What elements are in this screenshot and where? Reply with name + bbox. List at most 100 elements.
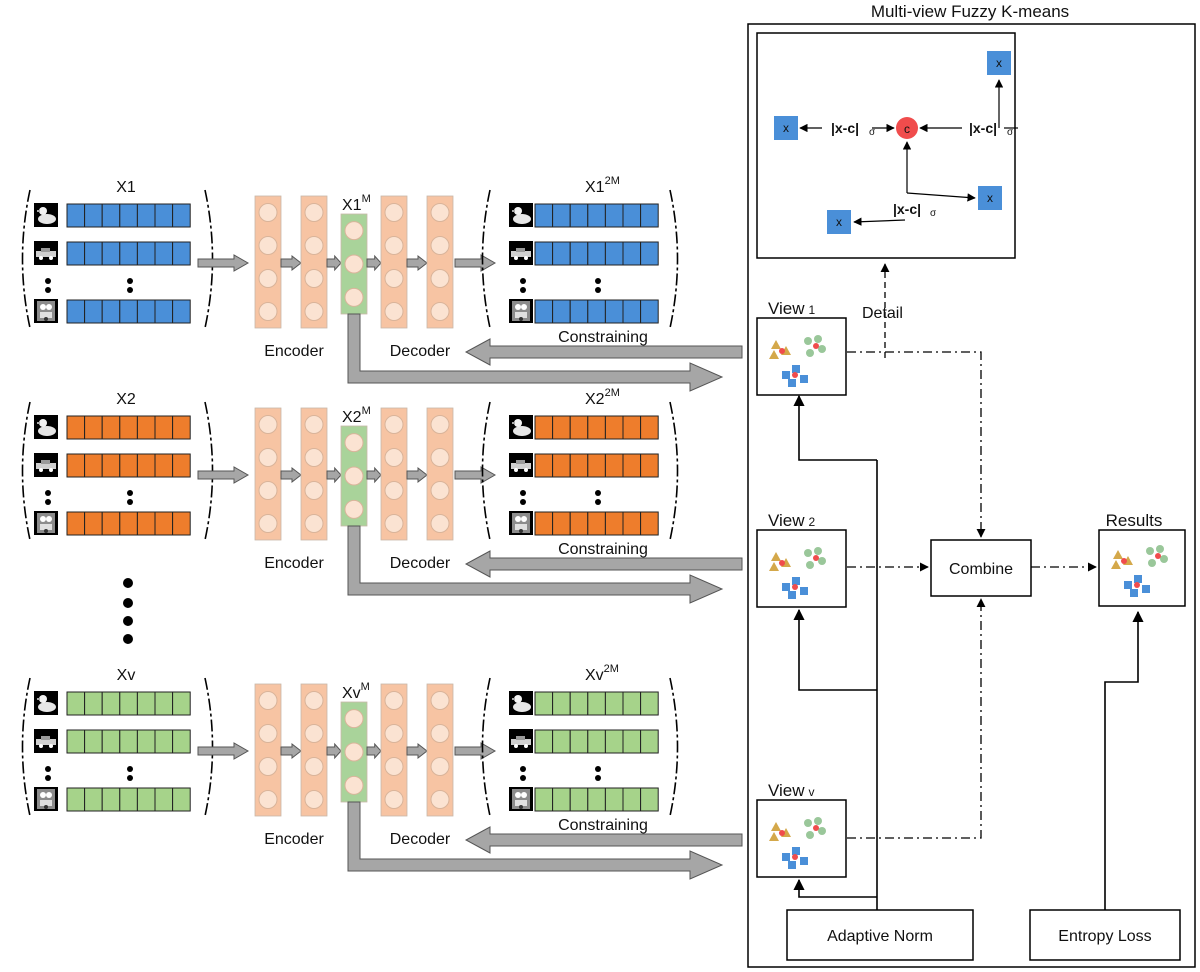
latent-label: XvM [342,681,370,702]
sigma-label: σ [930,208,937,219]
layer-arrow [366,254,382,272]
input-vector-row [66,511,191,536]
latent-label: X1M [342,193,371,214]
ellipsis-dot [45,766,51,772]
ellipsis-dot [520,775,526,781]
decoder-to-output-arrow [454,466,497,484]
output-vector-row [534,241,659,266]
car-thumbnail-icon [34,241,58,265]
ellipsis-dot [595,287,601,293]
pentagon-sample-icon [1160,555,1168,563]
ellipsis-dot [127,775,133,781]
duck-thumbnail-icon [509,415,533,439]
square-sample-icon [1142,585,1150,593]
latent-to-view-arrow [347,801,724,880]
ellipsis-dot [127,287,133,293]
entropy-loss-label: Entropy Loss [1058,928,1151,945]
output-right-bracket [669,401,679,541]
input-vector-row [66,453,191,478]
center-label: c [904,122,910,136]
square-sample-icon [782,583,790,591]
output-vector-row [534,203,659,228]
ellipsis-dot [595,278,601,284]
results-label: Results [1106,511,1163,530]
square-sample-icon [788,591,796,599]
output-right-bracket [669,677,679,817]
output-right-bracket [669,189,679,329]
car-thumbnail-icon [509,241,533,265]
input-to-encoder-arrow [197,254,250,272]
square-sample-icon [792,577,800,585]
ellipsis-dot [123,634,133,644]
ellipsis-dot [520,490,526,496]
detail-label: Detail [862,305,903,322]
cluster-center-dot [1121,558,1127,564]
triangle-sample-icon [1111,560,1121,569]
latent-to-view-arrow [347,525,724,604]
toy-thumbnail-icon [34,787,58,811]
encoder-layer [300,683,328,817]
toy-thumbnail-icon [34,299,58,323]
cluster-center-node [896,117,918,139]
pentagon-sample-icon [806,349,814,357]
output-vector-row [534,729,659,754]
ellipsis-dot [45,775,51,781]
triangle-sample-icon [771,822,781,831]
decoder-layer [380,407,408,541]
triangle-sample-icon [771,552,781,561]
reconstruction-label: X12M [585,175,620,196]
square-sample-icon [792,847,800,855]
input-left-bracket [21,677,31,817]
triangle-sample-icon [769,832,779,841]
results-scatter [1111,545,1168,597]
combine-box [930,539,1032,597]
decoder-layer [426,407,454,541]
decoder-to-output-arrow [454,742,497,760]
svg-text:x: x [836,215,842,229]
ellipsis-dot [45,499,51,505]
car-thumbnail-icon [509,729,533,753]
triangle-sample-icon [1113,550,1123,559]
latent-layer [340,701,368,803]
triangle-sample-icon [771,340,781,349]
ellipsis-dot [127,766,133,772]
constraining-arrow [464,826,743,854]
ellipsis-dot [520,278,526,284]
cluster-center-dot [813,825,819,831]
square-sample-icon [782,853,790,861]
input-view-label: X2 [116,391,136,408]
decoder-label: Decoder [390,343,451,360]
cluster-center-dot [792,584,798,590]
layer-arrow [280,254,302,272]
ellipsis-dot [595,775,601,781]
sample-node: x [827,210,851,234]
cluster-center-dot [779,830,785,836]
input-vector-row [66,203,191,228]
decoder-layer [380,195,408,329]
ellipsis-dot [595,490,601,496]
sample-node: x [987,51,1011,75]
pentagon-sample-icon [1156,545,1164,553]
ellipsis-dot [123,578,133,588]
square-sample-icon [782,371,790,379]
ellipsis-dot [595,766,601,772]
input-left-bracket [21,189,31,329]
results-box [1098,529,1186,607]
cluster-center-dot [792,372,798,378]
encoder-label: Encoder [264,831,324,848]
layer-arrow [326,742,342,760]
decoder-label: Decoder [390,555,451,572]
ellipsis-dot [45,490,51,496]
ellipsis-dot [595,499,601,505]
pentagon-sample-icon [814,547,822,555]
toy-thumbnail-icon [509,511,533,535]
sample-node: x [978,186,1002,210]
pentagon-sample-icon [1146,547,1154,555]
